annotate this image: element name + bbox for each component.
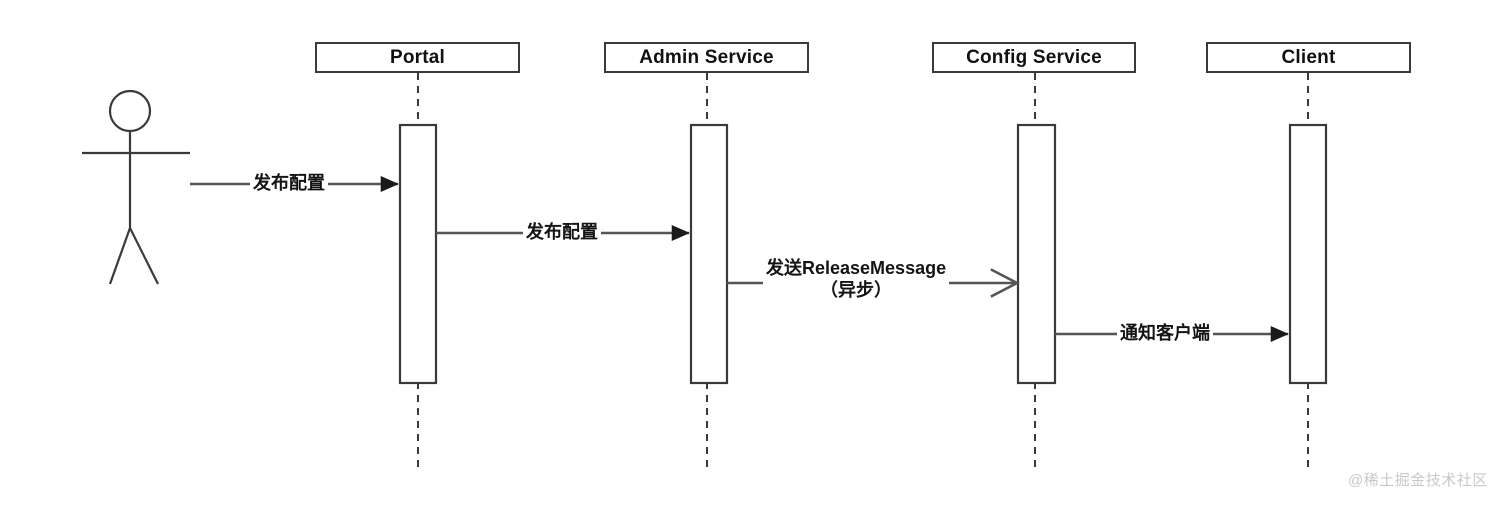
message-label-notify-client: 通知客户端	[1117, 323, 1213, 345]
participant-label-client: Client	[1281, 46, 1336, 68]
participant-label-config-service: Config Service	[966, 46, 1102, 68]
message-arrows	[190, 175, 1289, 343]
activation-portal	[398, 123, 438, 385]
message-label-publish-config-portal: 发布配置	[523, 222, 601, 244]
activation-admin-service	[689, 123, 729, 385]
message-label-send-release-message: 发送ReleaseMessage （异步）	[763, 258, 950, 302]
activation-client	[1288, 123, 1328, 385]
message-label-send-release-message-line2: （异步）	[820, 279, 893, 300]
watermark: @稀土掘金技术社区	[1348, 472, 1488, 489]
activation-bars	[398, 123, 1328, 385]
participant-box-config-service[interactable]: Config Service	[932, 42, 1136, 73]
participant-box-client[interactable]: Client	[1206, 42, 1411, 73]
message-label-publish-config-actor: 发布配置	[250, 173, 328, 195]
activation-config-service	[1016, 123, 1057, 385]
participant-box-portal[interactable]: Portal	[315, 42, 520, 73]
participant-box-admin-service[interactable]: Admin Service	[604, 42, 809, 73]
lifeline-dashes	[417, 73, 1309, 470]
actor-figure	[82, 89, 190, 285]
participant-label-admin-service: Admin Service	[639, 46, 774, 68]
participant-label-portal: Portal	[389, 46, 446, 68]
message-label-send-release-message-line1: 发送ReleaseMessage	[766, 258, 947, 278]
